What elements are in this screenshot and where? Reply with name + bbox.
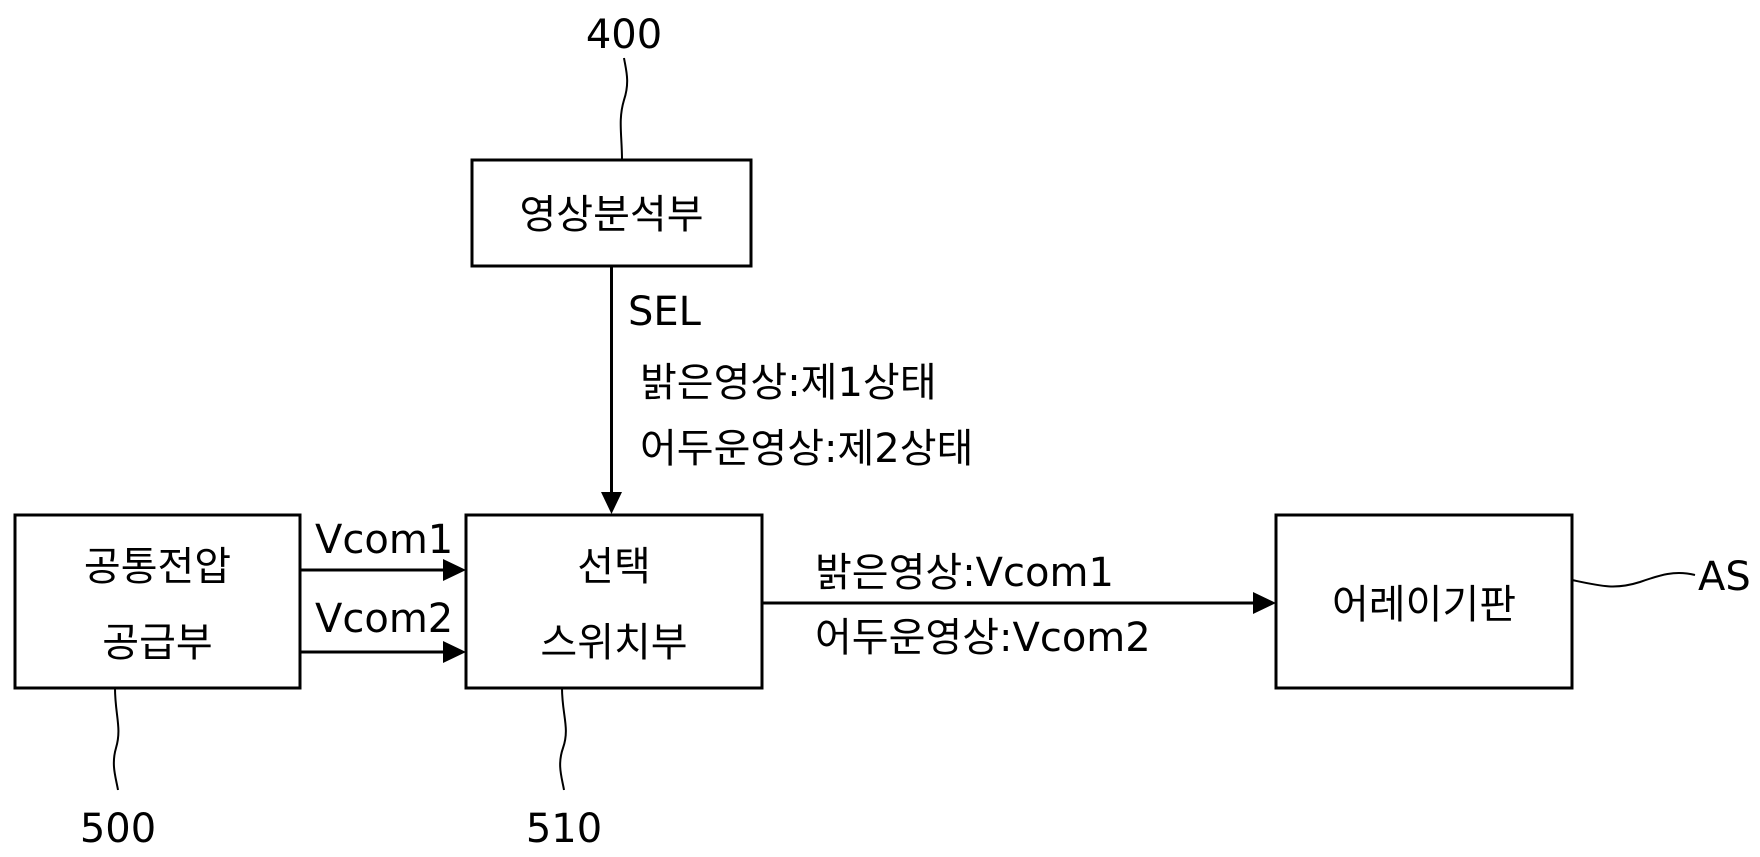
array-substrate-block: 어레이기판 xyxy=(1276,515,1572,688)
vcom1-label: Vcom1 xyxy=(315,517,453,563)
sel-state-bright: 밝은영상:제1상태 xyxy=(640,360,937,406)
image-analyzer-block: 영상분석부 xyxy=(472,160,751,266)
vcom2-arrowhead xyxy=(443,641,466,663)
sel-arrowhead xyxy=(601,492,622,514)
sel-state-dark: 어두운영상:제2상태 xyxy=(640,426,973,472)
selection-switch-label-line1: 선택 xyxy=(577,544,651,590)
common-voltage-supply-block: 공통전압 공급부 xyxy=(15,515,300,688)
ref-400-leader xyxy=(621,58,627,160)
vcom2-label: Vcom2 xyxy=(315,596,453,642)
ref-500-label: 500 xyxy=(80,806,156,852)
output-dark-label: 어두운영상:Vcom2 xyxy=(815,615,1151,661)
sel-label: SEL xyxy=(628,289,702,335)
output-arrowhead xyxy=(1253,592,1276,614)
ref-500-leader xyxy=(114,688,119,790)
ref-400-label: 400 xyxy=(586,12,662,58)
common-voltage-supply-label-line2: 공급부 xyxy=(102,620,212,666)
ref-as-label: AS xyxy=(1698,554,1751,600)
array-substrate-label: 어레이기판 xyxy=(1332,582,1516,628)
image-analyzer-label: 영상분석부 xyxy=(520,192,704,238)
selection-switch-label-line2: 스위치부 xyxy=(540,620,687,666)
output-bright-label: 밝은영상:Vcom1 xyxy=(815,550,1114,596)
ref-510-label: 510 xyxy=(526,806,602,852)
common-voltage-supply-label-line1: 공통전압 xyxy=(84,544,231,590)
ref-510-leader xyxy=(560,688,566,790)
selection-switch-block: 선택 스위치부 xyxy=(466,515,762,688)
ref-as-leader xyxy=(1572,573,1695,587)
